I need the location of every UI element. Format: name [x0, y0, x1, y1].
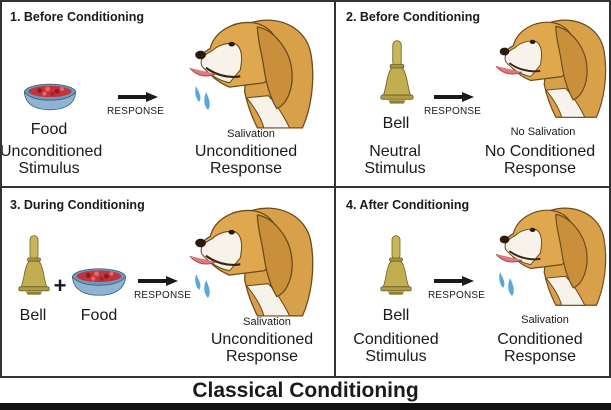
dog-head-icon — [189, 19, 314, 129]
stimulus-caption-line2: Stimulus — [364, 160, 426, 177]
response-label: RESPONSE — [424, 106, 482, 117]
figure-title: Classical Conditioning — [192, 379, 419, 402]
bottom-bar — [0, 403, 611, 410]
panel-title: 3. During Conditioning — [10, 198, 145, 212]
dog-state-label: Salivation — [521, 314, 569, 326]
stimulus-item-bell: Bell — [19, 307, 47, 324]
dog-head-icon — [495, 19, 607, 119]
dog-state-label: Salivation — [227, 128, 275, 140]
response-caption-line2: Response — [209, 160, 283, 177]
arrow-icon — [434, 276, 474, 286]
dog-state-label: Salivation — [243, 316, 291, 328]
stimulus-caption-line1: Neutral — [369, 143, 421, 160]
drool-icon — [499, 272, 514, 296]
panel-title: 1. Before Conditioning — [10, 10, 145, 24]
stimulus-item-bell: Bell — [382, 307, 410, 324]
panel-before-conditioning-2: 2. Before Conditioning Bell Neutral Stim… — [336, 0, 611, 188]
stimulus-caption-line2: Stimulus — [18, 160, 80, 177]
dog-state-label: No Salivation — [510, 126, 576, 138]
drool-icon — [195, 86, 210, 110]
response-caption-line1: Unconditioned — [210, 331, 314, 348]
panel-during-conditioning: 3. During Conditioning Bell + Food RESPO… — [0, 188, 336, 376]
food-bowl-icon — [72, 268, 126, 296]
stimulus-item-food: Food — [30, 121, 68, 138]
response-caption-line1: No Conditioned — [484, 143, 596, 160]
panel-title: 2. Before Conditioning — [346, 10, 481, 24]
bell-icon — [380, 40, 414, 105]
stimulus-item-food: Food — [80, 307, 118, 324]
arrow-icon — [118, 92, 158, 102]
panel-title: 4. After Conditioning — [346, 198, 470, 212]
bell-icon — [18, 235, 50, 296]
stimulus-caption-line2: Stimulus — [365, 348, 427, 365]
response-label: RESPONSE — [428, 290, 486, 301]
dog-head-icon — [189, 207, 314, 317]
response-caption-line2: Response — [503, 160, 577, 177]
drool-icon — [195, 274, 210, 298]
arrow-icon — [434, 92, 474, 102]
stimulus-item-bell: Bell — [382, 115, 410, 132]
response-caption-line1: Unconditioned — [194, 143, 298, 160]
response-caption-line2: Response — [225, 348, 299, 365]
plus-sign: + — [53, 273, 67, 298]
response-label: RESPONSE — [134, 290, 192, 301]
bell-icon — [380, 235, 412, 296]
stimulus-caption-line1: Conditioned — [353, 331, 439, 348]
response-label: RESPONSE — [107, 106, 165, 117]
arrow-icon — [138, 276, 178, 286]
food-bowl-icon — [23, 83, 77, 111]
response-caption-line2: Response — [503, 348, 577, 365]
dog-head-icon — [495, 207, 607, 307]
panel-before-conditioning-1: 1. Before Conditioning Food Unconditione… — [0, 0, 336, 188]
response-caption-line1: Conditioned — [497, 331, 583, 348]
panel-after-conditioning: 4. After Conditioning Bell Conditioned S… — [336, 188, 611, 376]
stimulus-caption-line1: Unconditioned — [0, 143, 103, 160]
